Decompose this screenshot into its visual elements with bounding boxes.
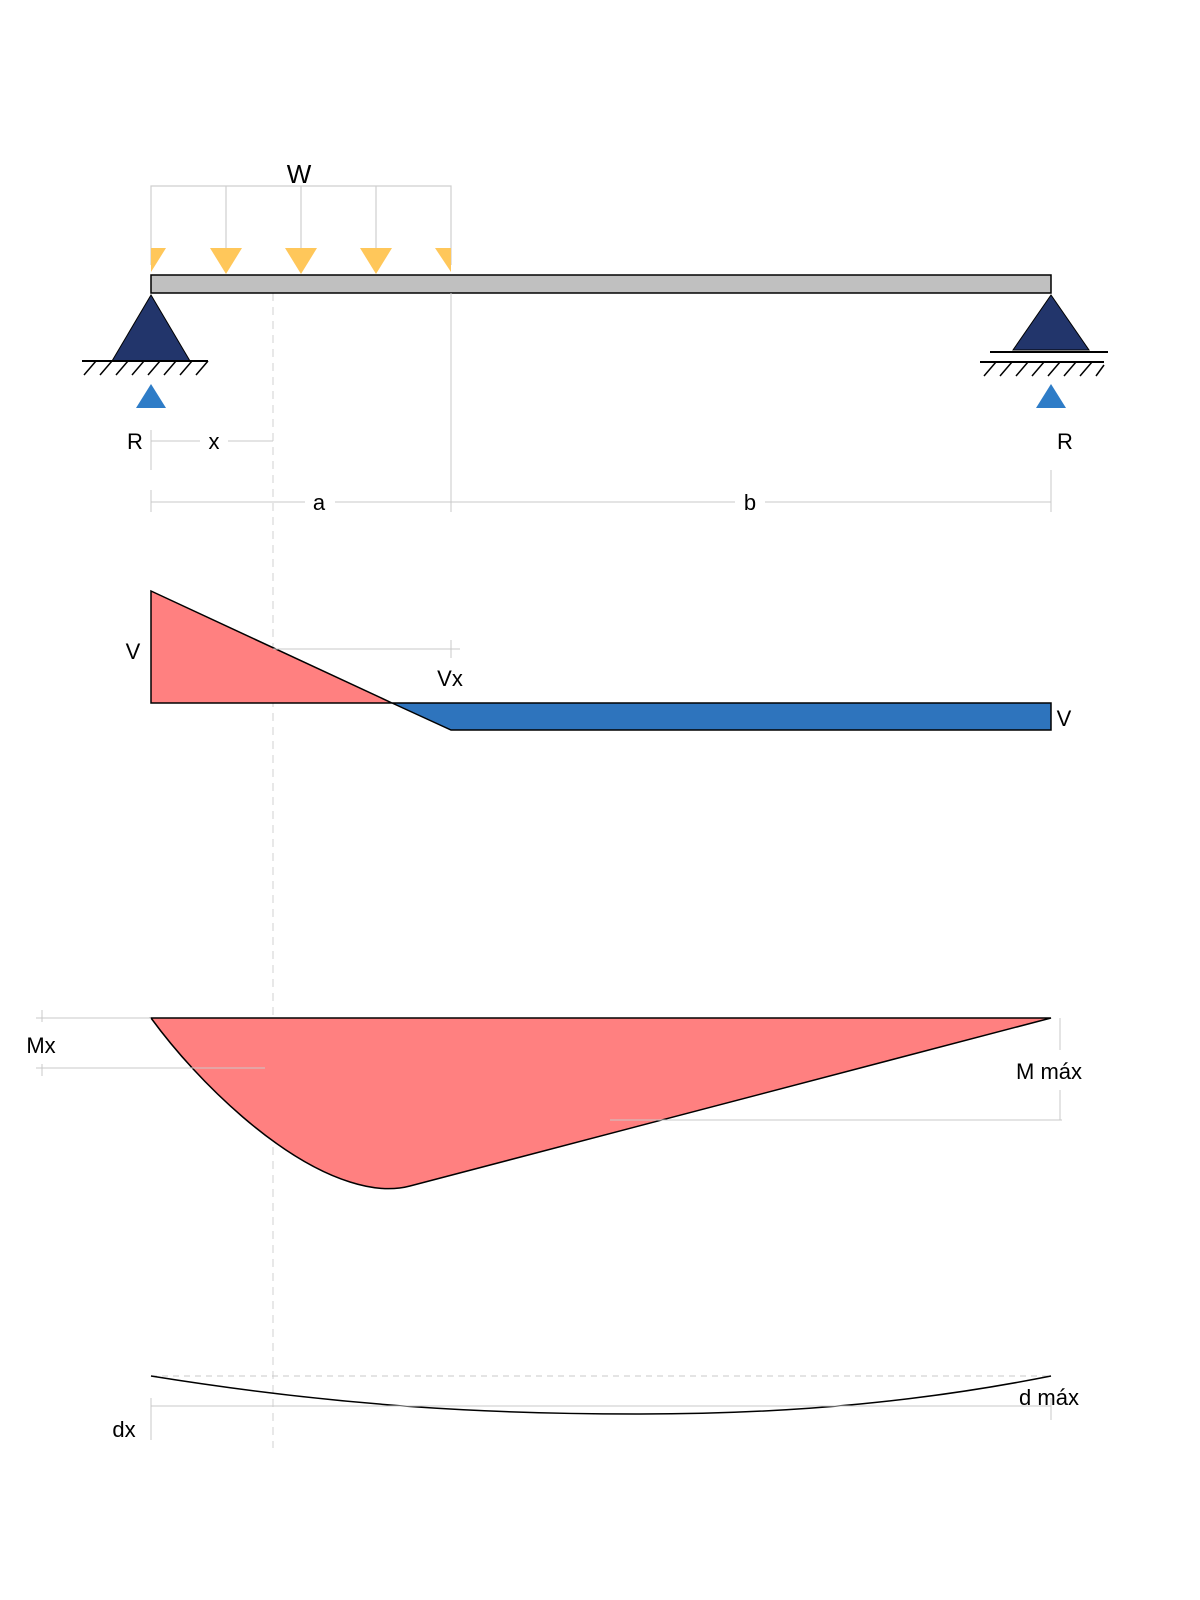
shear-positive-area — [150, 589, 393, 704]
shear-x-label: Vx — [437, 666, 463, 691]
dimension-x: x — [150, 429, 273, 470]
dimension-ab: a b — [150, 293, 1052, 515]
down-arrow-icon — [360, 248, 392, 274]
moment-diagram: Mx M máx — [26, 1010, 1082, 1190]
ground-hatch — [83, 360, 209, 376]
down-arrow-icon — [210, 248, 242, 274]
down-arrow-icon — [435, 248, 451, 272]
shear-right-label: V — [1057, 706, 1072, 731]
segment-a-label: a — [313, 490, 326, 515]
load-label: W — [287, 159, 312, 189]
roller-support-icon — [1012, 294, 1090, 351]
beam — [150, 274, 1052, 294]
left-support — [82, 294, 209, 376]
ground-hatch — [983, 361, 1105, 377]
right-support — [980, 294, 1108, 377]
moment-max-label: M máx — [1016, 1059, 1082, 1084]
up-arrow-icon — [1036, 384, 1066, 408]
up-arrow-icon — [136, 384, 166, 408]
shear-left-label: V — [126, 639, 141, 664]
moment-area — [149, 1017, 1052, 1190]
moment-x-label: Mx — [26, 1033, 55, 1058]
distributed-load: W — [150, 159, 452, 274]
shear-diagram: V Vx V — [126, 589, 1072, 731]
down-arrow-icon — [151, 248, 166, 272]
reaction-left-label: R — [127, 429, 143, 454]
segment-b-label: b — [744, 490, 756, 515]
deflection-curve — [150, 1375, 1052, 1415]
pin-support-icon — [111, 294, 191, 362]
distance-x-label: x — [209, 429, 220, 454]
shear-negative-area — [391, 702, 1052, 731]
reaction-right-label: R — [1057, 429, 1073, 454]
deflection-diagram: dx d máx — [112, 1375, 1079, 1442]
deflection-max-label: d máx — [1019, 1385, 1079, 1410]
deflection-x-label: dx — [112, 1417, 135, 1442]
down-arrow-icon — [285, 248, 317, 274]
